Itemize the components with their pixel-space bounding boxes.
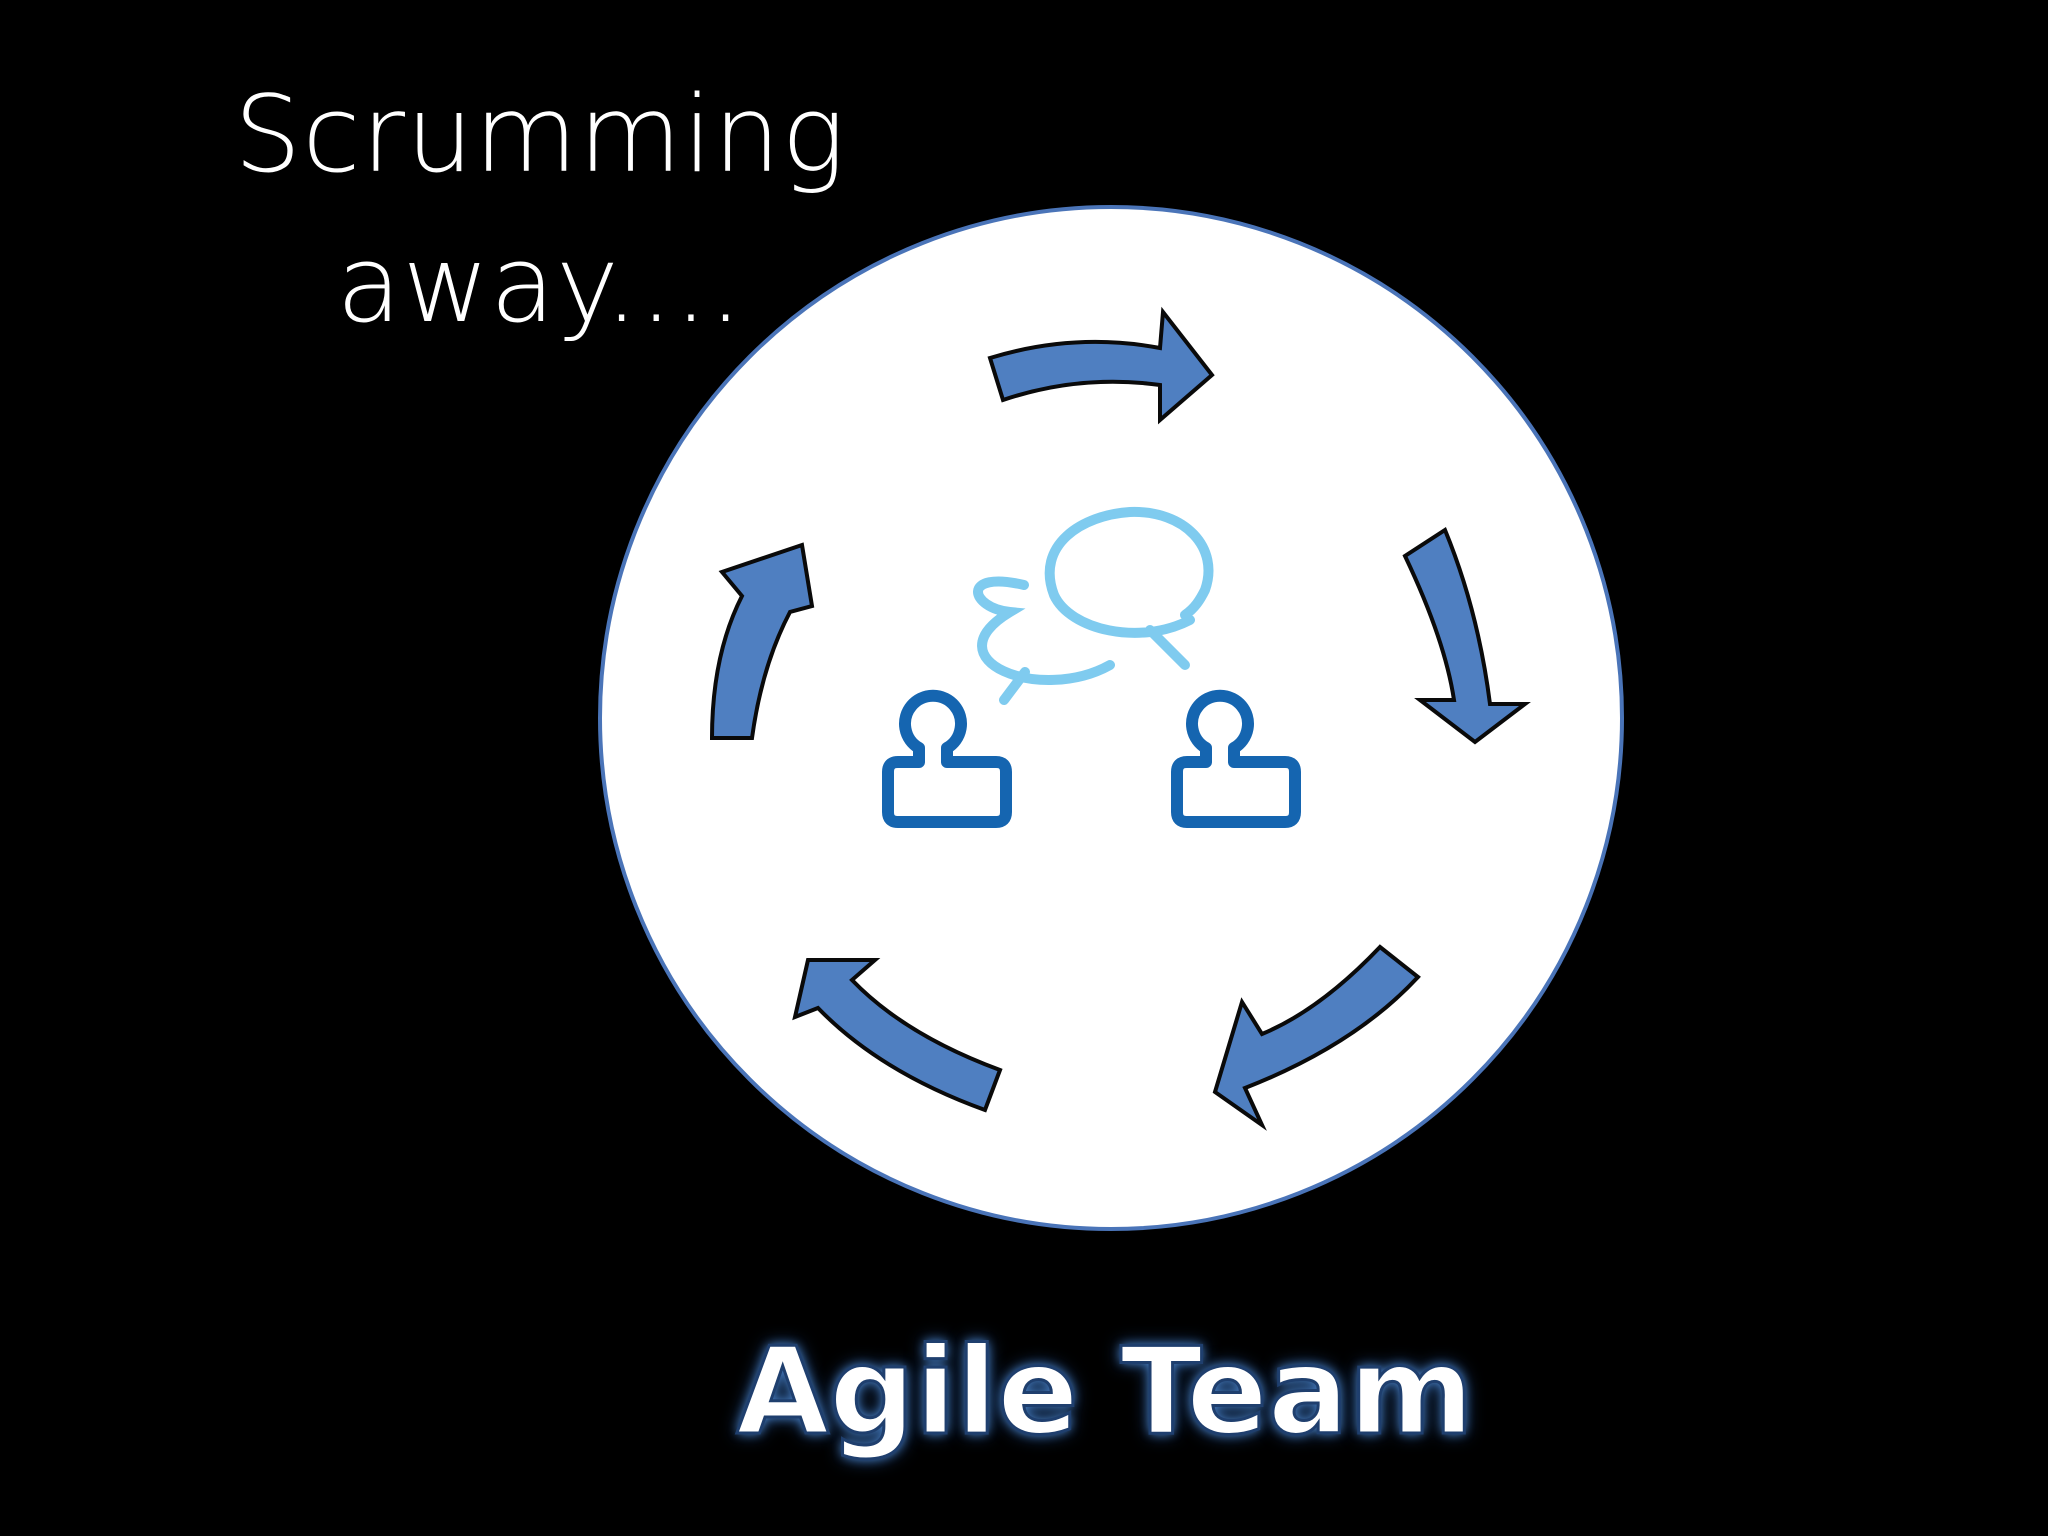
caption: Scrumming away.... — [200, 60, 880, 360]
arrow-bottom-right — [1212, 944, 1421, 1131]
diagram-title: Agile Team — [735, 1322, 1476, 1464]
caption-line-1: Scrumming — [233, 73, 847, 196]
person-right-icon — [1171, 689, 1301, 828]
cycle-arrows-icon — [709, 306, 1531, 1131]
two-people-icon — [882, 689, 1301, 828]
arrow-bottom-left — [792, 958, 1003, 1113]
chat-bubbles-icon — [973, 506, 1214, 705]
arrow-right — [1402, 527, 1531, 745]
person-left-icon — [882, 689, 1012, 828]
caption-line-2: away.... — [336, 223, 744, 346]
arrow-top — [987, 306, 1215, 425]
arrow-left — [709, 542, 815, 740]
chat-bubble-right-icon — [1044, 506, 1214, 670]
chat-bubble-left-icon — [973, 576, 1115, 705]
